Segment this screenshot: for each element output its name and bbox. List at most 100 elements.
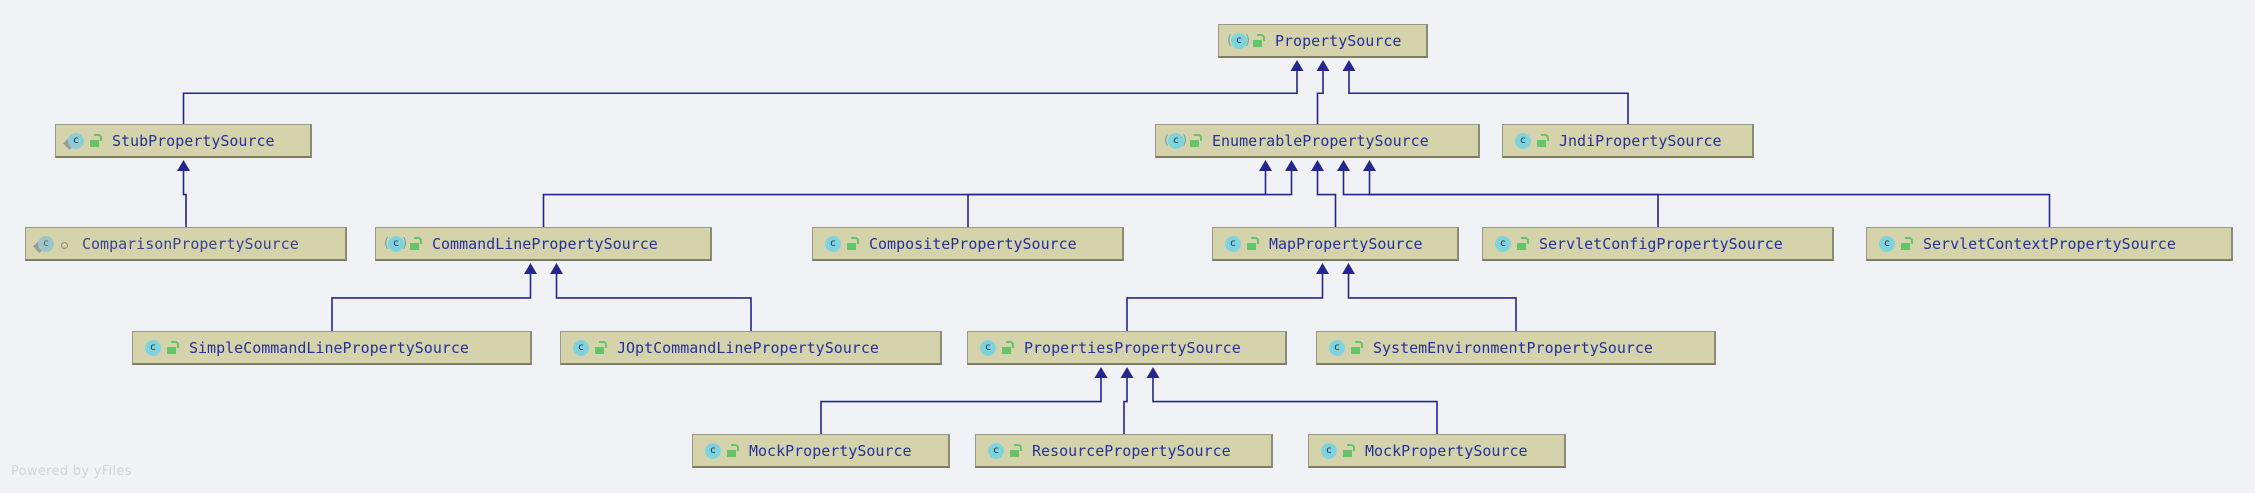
- green-unlock-icon: [1008, 443, 1022, 458]
- node-icon-group: c: [702, 442, 739, 460]
- edge-MockPropertySource2-to-PropertiesPropertySource: [1152, 378, 1438, 434]
- class-disc-icon: c: [1512, 132, 1532, 150]
- generalization-arrowhead: [1146, 367, 1160, 378]
- node-icon-group: c: [142, 339, 179, 357]
- class-disc-icon: c: [1326, 339, 1346, 357]
- node-icon-group: c: [977, 339, 1014, 357]
- generalization-arrowhead: [1342, 60, 1356, 71]
- class-name-label: ResourcePropertySource: [1032, 441, 1231, 460]
- edge-CommandLinePropertySource-to-EnumerablePropertySource: [542, 171, 1267, 227]
- class-disc-icon: c: [570, 339, 590, 357]
- generalization-arrowhead: [1094, 367, 1108, 378]
- edge-MapPropertySource-to-EnumerablePropertySource: [1316, 171, 1337, 227]
- class-node-ResourcePropertySource[interactable]: c ResourcePropertySource: [975, 434, 1273, 468]
- node-icon-group: c: [33, 235, 71, 253]
- class-node-MockPropertySource1[interactable]: c MockPropertySource: [692, 434, 950, 468]
- generalization-arrowhead: [177, 160, 190, 171]
- green-unlock-icon: [1899, 236, 1913, 251]
- abstract-class-disc-icon: c(): [384, 235, 408, 252]
- generalization-arrowhead: [550, 263, 563, 274]
- edge-CompositePropertySource-to-EnumerablePropertySource: [967, 171, 1293, 227]
- green-unlock-icon: [88, 133, 102, 148]
- node-icon-group: c(): [1227, 32, 1265, 50]
- class-disc-icon: c: [1318, 442, 1338, 460]
- class-disc-icon: c: [822, 235, 842, 253]
- package-circle-icon: [58, 237, 71, 251]
- class-name-label: MapPropertySource: [1269, 234, 1423, 253]
- class-name-label: MockPropertySource: [749, 441, 912, 460]
- edge-ServletConfigPropertySource-to-EnumerablePropertySource: [1342, 171, 1659, 227]
- class-node-ServletConfigPropertySource[interactable]: c ServletConfigPropertySource: [1482, 227, 1834, 261]
- green-unlock-icon: [1000, 340, 1014, 355]
- class-disc-icon: c: [1492, 235, 1512, 253]
- class-node-PropertiesPropertySource[interactable]: c PropertiesPropertySource: [967, 331, 1287, 365]
- generalization-arrowhead: [1290, 60, 1304, 71]
- class-name-label: SystemEnvironmentPropertySource: [1373, 338, 1653, 357]
- green-unlock-icon: [165, 340, 179, 355]
- class-node-JOptCommandLinePropertySource[interactable]: c JOptCommandLinePropertySource: [560, 331, 942, 365]
- edge-MockPropertySource1-to-PropertiesPropertySource: [820, 378, 1102, 434]
- class-name-label: EnumerablePropertySource: [1212, 131, 1429, 150]
- class-node-EnumerablePropertySource[interactable]: c() EnumerablePropertySource: [1155, 124, 1480, 158]
- node-icon-group: c(): [1164, 132, 1202, 150]
- class-node-SystemEnvironmentPropertySource[interactable]: c SystemEnvironmentPropertySource: [1316, 331, 1716, 365]
- node-icon-group: c: [822, 235, 859, 253]
- node-icon-group: c: [1326, 339, 1363, 357]
- node-icon-group: c: [1222, 235, 1259, 253]
- class-name-label: MockPropertySource: [1365, 441, 1528, 460]
- edge-SystemEnvironmentPropertySource-to-MapPropertySource: [1347, 274, 1517, 331]
- class-name-label: SimpleCommandLinePropertySource: [189, 338, 469, 357]
- class-node-CompositePropertySource[interactable]: c CompositePropertySource: [812, 227, 1124, 261]
- class-name-label: CompositePropertySource: [869, 234, 1077, 253]
- green-unlock-icon: [1515, 236, 1529, 251]
- class-node-MockPropertySource2[interactable]: c MockPropertySource: [1308, 434, 1566, 468]
- node-icon-group: c: [63, 132, 102, 150]
- class-name-label: CommandLinePropertySource: [432, 234, 658, 253]
- generalization-arrowhead: [1285, 160, 1298, 171]
- edge-StubPropertySource-to-PropertySource: [182, 71, 1298, 124]
- class-name-label: PropertiesPropertySource: [1024, 338, 1241, 357]
- class-node-MapPropertySource[interactable]: c MapPropertySource: [1212, 227, 1459, 261]
- edge-JOptCommandLinePropertySource-to-CommandLinePropertySource: [555, 274, 752, 331]
- green-unlock-icon: [1349, 340, 1363, 355]
- class-node-ComparisonPropertySource[interactable]: c ComparisonPropertySource: [25, 227, 347, 261]
- green-unlock-icon: [1245, 236, 1259, 251]
- generalization-arrowhead: [1120, 367, 1134, 378]
- class-node-ServletContextPropertySource[interactable]: c ServletContextPropertySource: [1866, 227, 2233, 261]
- class-node-SimpleCommandLinePropertySource[interactable]: c SimpleCommandLinePropertySource: [132, 331, 532, 365]
- node-icon-group: c: [570, 339, 607, 357]
- abstract-class-disc-icon: c(): [1164, 132, 1188, 149]
- class-node-PropertySource[interactable]: c() PropertySource: [1218, 24, 1428, 58]
- node-icon-group: c: [1876, 235, 1913, 253]
- green-unlock-icon: [845, 236, 859, 251]
- edge-ResourcePropertySource-to-PropertiesPropertySource: [1123, 378, 1128, 434]
- generalization-arrowhead: [1311, 160, 1324, 171]
- green-unlock-icon: [1341, 443, 1355, 458]
- class-disc-icon: c: [702, 442, 722, 460]
- generalization-arrowhead: [1316, 263, 1329, 274]
- edge-EnumerablePropertySource-to-PropertySource: [1316, 71, 1324, 124]
- node-icon-group: c: [1492, 235, 1529, 253]
- class-disc-icon: c: [1876, 235, 1896, 253]
- class-node-CommandLinePropertySource[interactable]: c() CommandLinePropertySource: [375, 227, 712, 261]
- class-name-label: PropertySource: [1275, 31, 1402, 50]
- edge-PropertiesPropertySource-to-MapPropertySource: [1126, 274, 1324, 331]
- edge-JndiPropertySource-to-PropertySource: [1348, 71, 1629, 124]
- class-name-label: ServletContextPropertySource: [1923, 234, 2176, 253]
- node-icon-group: c: [1512, 132, 1549, 150]
- green-unlock-icon: [725, 443, 739, 458]
- generalization-arrowhead: [1363, 160, 1376, 171]
- class-name-label: ServletConfigPropertySource: [1539, 234, 1783, 253]
- class-disc-icon: c: [985, 442, 1005, 460]
- generalization-arrowhead: [1316, 60, 1330, 71]
- class-disc-icon: c: [33, 235, 55, 253]
- class-name-label: JOptCommandLinePropertySource: [617, 338, 879, 357]
- class-disc-icon: c: [142, 339, 162, 357]
- abstract-class-disc-icon: c(): [1227, 32, 1251, 49]
- green-unlock-icon: [593, 340, 607, 355]
- class-name-label: ComparisonPropertySource: [82, 234, 299, 253]
- edge-SimpleCommandLinePropertySource-to-CommandLinePropertySource: [331, 274, 532, 331]
